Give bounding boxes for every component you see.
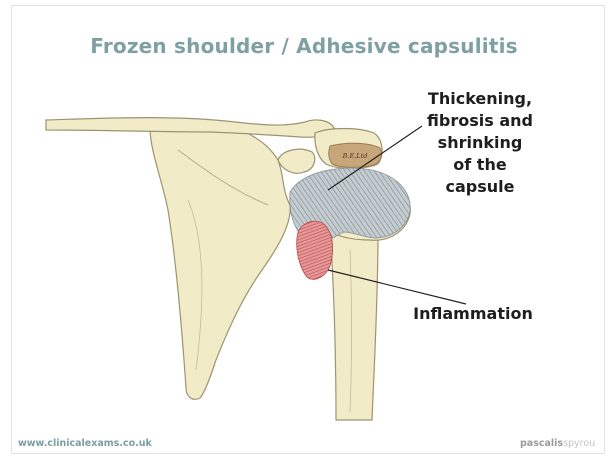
- brand-part-1: pascalis: [520, 438, 563, 449]
- scapula: [150, 121, 290, 399]
- capsule-label-line-4: of the: [405, 154, 555, 176]
- capsule-label: Thickening, fibrosis and shrinking of th…: [405, 88, 555, 198]
- inflammation-area: [297, 221, 333, 279]
- capsule-label-line-5: capsule: [405, 176, 555, 198]
- humerus: [330, 226, 378, 420]
- capsule-label-line-3: shrinking: [405, 132, 555, 154]
- website-link[interactable]: www.clinicalexams.co.uk: [18, 438, 152, 449]
- capsule-label-line-2: fibrosis and: [405, 110, 555, 132]
- inflammation-label: Inflammation: [388, 303, 558, 325]
- brand-logo: pascalisspyrou: [520, 438, 595, 449]
- brand-part-2: spyrou: [563, 438, 595, 449]
- stamp-text: B.E.Ltd: [342, 152, 368, 160]
- capsule-label-line-1: Thickening,: [405, 88, 555, 110]
